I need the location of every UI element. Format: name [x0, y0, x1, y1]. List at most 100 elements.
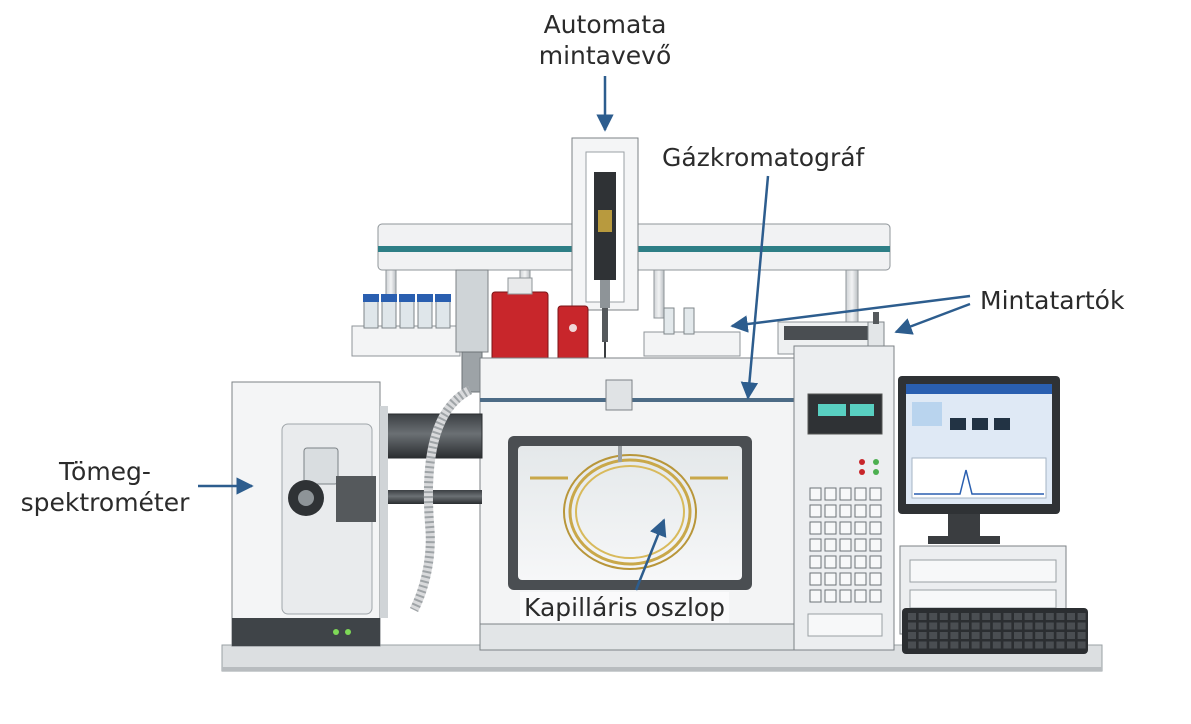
keyboard-key — [971, 632, 980, 639]
gc-oven — [508, 436, 752, 590]
keyboard-key — [939, 613, 948, 620]
keyboard-key — [1003, 613, 1012, 620]
keyboard-key — [992, 613, 1001, 620]
keyboard-key — [950, 613, 959, 620]
keyboard-key — [908, 641, 916, 649]
keyboard-key — [1003, 622, 1012, 630]
label-sample-holders: Mintatartók — [980, 286, 1125, 315]
keyboard-key — [939, 622, 948, 630]
keyboard-key — [908, 613, 916, 620]
keypad-key — [824, 487, 837, 501]
keypad-key — [824, 504, 837, 518]
keyboard-key — [1014, 632, 1022, 639]
keypad-key — [869, 589, 882, 603]
keypad-key — [869, 555, 882, 569]
keypad-key — [854, 572, 867, 586]
keyboard-key — [1045, 622, 1054, 630]
keypad-key — [869, 487, 882, 501]
label-ms-line1: Tömeg- — [59, 457, 151, 486]
keypad-key — [824, 589, 837, 603]
keyboard-key — [961, 641, 969, 649]
arrow-gc — [740, 175, 770, 400]
keyboard-key — [1045, 632, 1054, 639]
keyboard-key — [1067, 613, 1075, 620]
keyboard-key — [1035, 632, 1044, 639]
transfer-line — [377, 385, 483, 613]
computer-workstation — [898, 376, 1088, 654]
keyboard-key — [918, 622, 927, 630]
keypad-key — [854, 538, 867, 552]
keyboard-key — [1035, 622, 1044, 630]
label-ms: Tömeg- spektrométer — [10, 456, 200, 518]
arrow-sample-holder-2 — [894, 302, 971, 335]
keyboard-key — [1045, 613, 1054, 620]
keypad-key — [809, 504, 822, 518]
keyboard-key — [1056, 622, 1065, 630]
keypad-key — [809, 589, 822, 603]
keyboard-key — [982, 641, 991, 649]
keyboard-key — [918, 641, 927, 649]
keypad-key — [839, 589, 852, 603]
keyboard-key — [939, 632, 948, 639]
keyboard-key — [1024, 641, 1033, 649]
keyboard-key — [1024, 613, 1033, 620]
keyboard-key — [929, 632, 938, 639]
keyboard-key — [1024, 632, 1033, 639]
keyboard-key — [950, 622, 959, 630]
label-column: Kapilláris oszlop — [520, 592, 730, 623]
keypad-key — [824, 538, 837, 552]
keyboard-key — [1024, 622, 1033, 630]
keypad-key — [839, 538, 852, 552]
keyboard-key — [1067, 632, 1075, 639]
keypad-key — [869, 521, 882, 535]
label-autosampler-line1: Automata — [543, 10, 667, 39]
keyboard-key — [908, 632, 916, 639]
keyboard-key — [1056, 641, 1065, 649]
keyboard-key — [982, 622, 991, 630]
keyboard-key — [982, 613, 991, 620]
keypad-key — [854, 589, 867, 603]
keypad-key — [869, 504, 882, 518]
keyboard-key — [1067, 641, 1075, 649]
keypad-key — [854, 521, 867, 535]
label-ms-line2: spektrométer — [20, 488, 190, 517]
keyboard-key — [1077, 632, 1086, 639]
keyboard-key — [1035, 613, 1044, 620]
vial-rack-left — [351, 294, 461, 357]
keypad-key — [854, 487, 867, 501]
keyboard-key — [1035, 641, 1044, 649]
keyboard-key — [1003, 641, 1012, 649]
keyboard-key — [918, 632, 927, 639]
keypad-key — [839, 487, 852, 501]
keypad-key — [839, 555, 852, 569]
keypad-key — [824, 555, 837, 569]
keyboard-key — [1045, 641, 1054, 649]
keypad-key — [809, 538, 822, 552]
keyboard-key — [1014, 622, 1022, 630]
keyboard-key — [950, 641, 959, 649]
keyboard-key — [1014, 613, 1022, 620]
keyboard-key — [929, 641, 938, 649]
keypad-key — [839, 504, 852, 518]
label-autosampler: Automata mintavevő — [520, 9, 690, 71]
keyboard-key — [971, 613, 980, 620]
keyboard-key — [1077, 613, 1086, 620]
gc-control-panel — [793, 345, 895, 651]
keypad-key — [869, 538, 882, 552]
keypad-key — [839, 521, 852, 535]
keypad-key — [854, 555, 867, 569]
keyboard-key — [908, 622, 916, 630]
keypad-key — [854, 504, 867, 518]
arrow-column — [634, 518, 667, 591]
label-gc: Gázkromatográf — [662, 143, 865, 172]
keypad-key — [824, 572, 837, 586]
keyboard-key — [961, 622, 969, 630]
keyboard-key — [961, 632, 969, 639]
keyboard-key — [1077, 641, 1086, 649]
keyboard-key — [982, 632, 991, 639]
keyboard-key — [992, 632, 1001, 639]
keypad-key — [824, 521, 837, 535]
keyboard-key — [1056, 632, 1065, 639]
keyboard-key — [950, 632, 959, 639]
